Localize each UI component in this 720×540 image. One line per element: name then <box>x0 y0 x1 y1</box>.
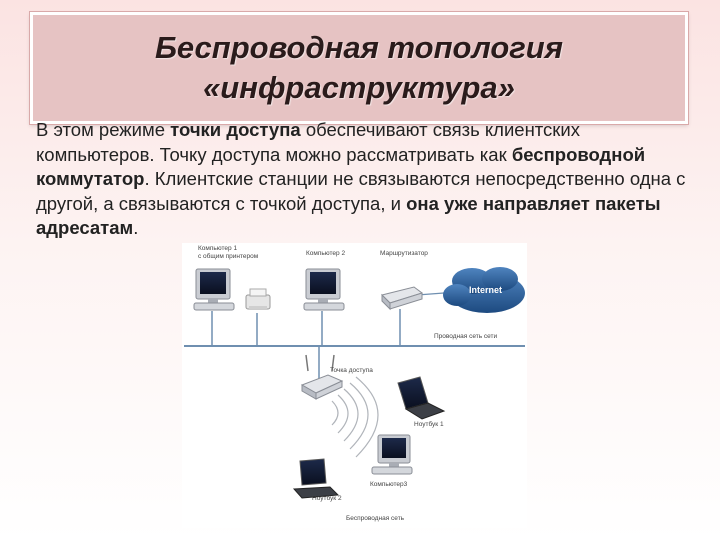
access-point-label: Точка доступа <box>330 367 373 374</box>
router-icon <box>381 286 424 311</box>
access-point-icon <box>300 354 344 400</box>
internet-label: Internet <box>469 285 503 295</box>
notebook-1-label: Ноутбук 1 <box>414 421 444 428</box>
notebook-2-label: Ноутбук 2 <box>312 495 342 502</box>
body-paragraph: В этом режиме точки доступа обеспечивают… <box>36 118 696 241</box>
body-bold-3: она уже направляет пакеты адресатам <box>36 192 661 239</box>
body-text-4: . <box>133 217 139 238</box>
router-label: Маршрутизатор <box>380 250 428 257</box>
printer-icon <box>245 288 271 310</box>
computer-2-icon <box>303 268 345 311</box>
wired-network-label: Проводная сеть сети <box>434 333 498 340</box>
notebook-1-icon <box>397 376 446 420</box>
pc1-label-line1: Компьютер 1 <box>198 245 238 252</box>
slide-title-line2: «инфраструктура» <box>203 70 515 105</box>
computer-1-icon <box>193 268 235 311</box>
wireless-network-label: Беспроводная сеть <box>346 515 405 522</box>
wireless-signal-waves <box>331 376 379 458</box>
computer-3-icon <box>371 434 413 475</box>
body-bold-2: беспроводной коммутатор <box>36 143 646 190</box>
pc1-label-line2: с общим принтером <box>198 253 259 260</box>
title-box: Беспроводная топология «инфраструктура» <box>30 12 688 124</box>
notebook-2-icon <box>292 458 340 499</box>
internet-cloud-icon <box>443 267 525 313</box>
network-diagram: Компьютер 1 с общим принтером Компьютер … <box>182 243 527 528</box>
body-text-2: обеспечивают связь клиентских компьютеро… <box>36 119 580 165</box>
body-text-1: В этом режиме <box>36 119 171 140</box>
pc2-label: Компьютер 2 <box>306 250 346 257</box>
body-bold-1: точки доступа <box>170 119 301 140</box>
computer-3-label: Компьютер3 <box>370 481 408 488</box>
body-text-3: . Клиентские станции не связываются непо… <box>36 168 686 214</box>
network-diagram-graphic <box>184 267 525 499</box>
slide-title-line1: Беспроводная топология <box>154 30 563 65</box>
